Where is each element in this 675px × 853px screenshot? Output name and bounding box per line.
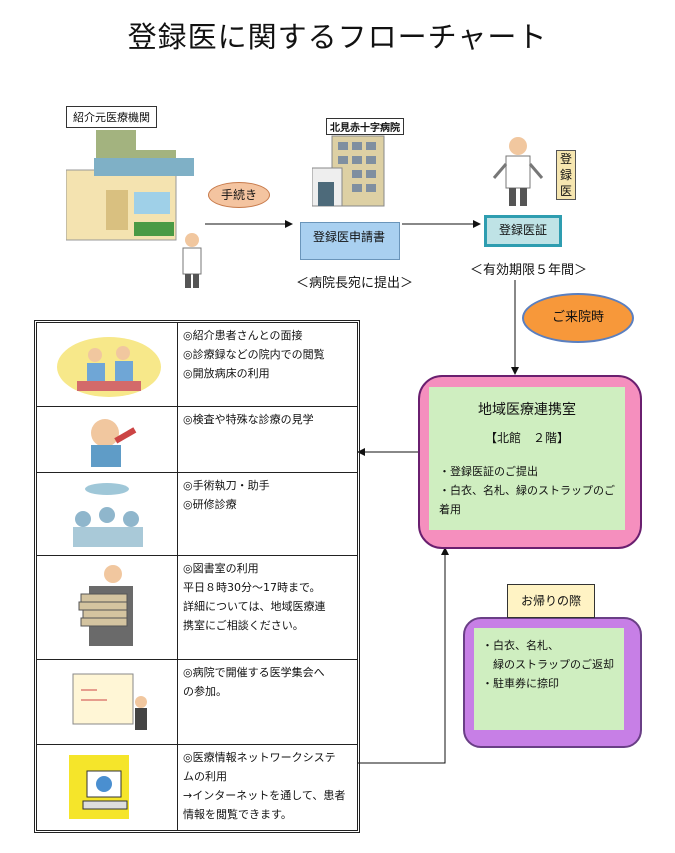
library-books-icon (37, 556, 178, 659)
sign-char: 医 (559, 184, 572, 198)
regional-office-content: 地域医療連携室 【北館 ２階】 ・登録医証のご提出 ・白衣、名札、緑のストラップ… (429, 387, 625, 530)
referral-institution-label: 紹介元医療機関 (66, 106, 157, 128)
sign-char: 録 (559, 168, 572, 182)
benefit-text: ◎紹介患者さんとの面接 (183, 329, 303, 342)
office-location: 【北館 ２階】 (484, 431, 569, 445)
benefit-text: →インターネットを通して、患者 (183, 789, 346, 802)
benefit-row: ◎検査や特殊な診療の見学 (37, 407, 357, 473)
arrow-from-benefits-to-office (358, 547, 449, 764)
benefit-row: ◎紹介患者さんとの面接 ◎診療録などの院内での閲覧 ◎開放病床の利用 (37, 323, 357, 407)
benefit-text: ◎開放病床の利用 (183, 367, 270, 380)
hospital-building-icon (312, 135, 385, 207)
return-item: ・駐車券に捺印 (482, 677, 559, 690)
office-item: ・登録医証のご提出 (439, 465, 538, 478)
doctor-figure (182, 233, 202, 288)
visit-oval: ご来院時 (522, 293, 634, 343)
benefit-row: ◎病院で開催する医学集会へ の参加。 (37, 660, 357, 745)
benefit-text: ◎医療情報ネットワークシステ (183, 751, 336, 764)
benefit-text: ムの利用 (183, 770, 227, 783)
return-item: ・白衣、名札、 (482, 639, 559, 652)
application-form-label: 登録医申請書 (312, 230, 385, 244)
surgery-icon (37, 473, 178, 555)
registered-doctor-icon (492, 137, 544, 206)
benefit-text: ◎研修診療 (183, 498, 237, 511)
benefit-text: ◎病院で開催する医学集会へ (183, 666, 325, 679)
patient-interview-icon (37, 323, 178, 406)
benefits-table: ◎紹介患者さんとの面接 ◎診療録などの院内での閲覧 ◎開放病床の利用 ◎検査や特… (34, 320, 360, 833)
hospital-sign: 北見赤十字病院 (326, 118, 404, 135)
certificate-label: 登録医証 (498, 223, 547, 237)
benefit-row: ◎図書室の利用 平日８時30分～17時まで。 詳細については、地域医療連 携室に… (37, 556, 357, 660)
benefit-row: ◎医療情報ネットワークシステ ムの利用 →インターネットを通して、患者 情報を閲… (37, 745, 357, 830)
office-title: 地域医療連携室 (478, 402, 576, 418)
registered-doctor-sign: 登 録 医 (556, 150, 576, 200)
benefit-row: ◎手術執刀・助手 ◎研修診療 (37, 473, 357, 556)
clinic-building-icon (66, 130, 202, 288)
benefit-text: 詳細については、地域医療連 (183, 600, 326, 613)
benefit-text: ◎手術執刀・助手 (183, 479, 270, 492)
page-title: 登録医に関するフローチャート (127, 20, 548, 54)
office-item: ・白衣、名札、緑のストラップのご着用 (439, 484, 615, 516)
medical-conference-icon (37, 660, 178, 744)
procedure-oval: 手続き (208, 182, 270, 208)
certificate-note: ＜有効期限５年間＞ (470, 263, 588, 278)
benefit-text: の参加。 (183, 685, 227, 698)
benefit-text: 携室にご相談ください。 (183, 619, 304, 632)
return-item: 緑のストラップのご返却 (482, 658, 614, 671)
computer-network-icon (37, 745, 178, 830)
return-label: お帰りの際 (507, 584, 595, 618)
application-note: ＜病院長宛に提出＞ (296, 276, 414, 291)
benefit-text: ◎診療録などの院内での閲覧 (183, 348, 325, 361)
sign-char: 登 (559, 152, 572, 166)
benefit-text: 平日８時30分～17時まで。 (183, 581, 321, 594)
benefit-text: ◎図書室の利用 (183, 562, 259, 575)
benefit-text: 情報を閲覧できます。 (183, 808, 292, 821)
examination-icon (37, 407, 178, 472)
benefit-text: ◎検査や特殊な診療の見学 (183, 413, 314, 426)
return-content: ・白衣、名札、 緑のストラップのご返却 ・駐車券に捺印 (474, 628, 624, 730)
